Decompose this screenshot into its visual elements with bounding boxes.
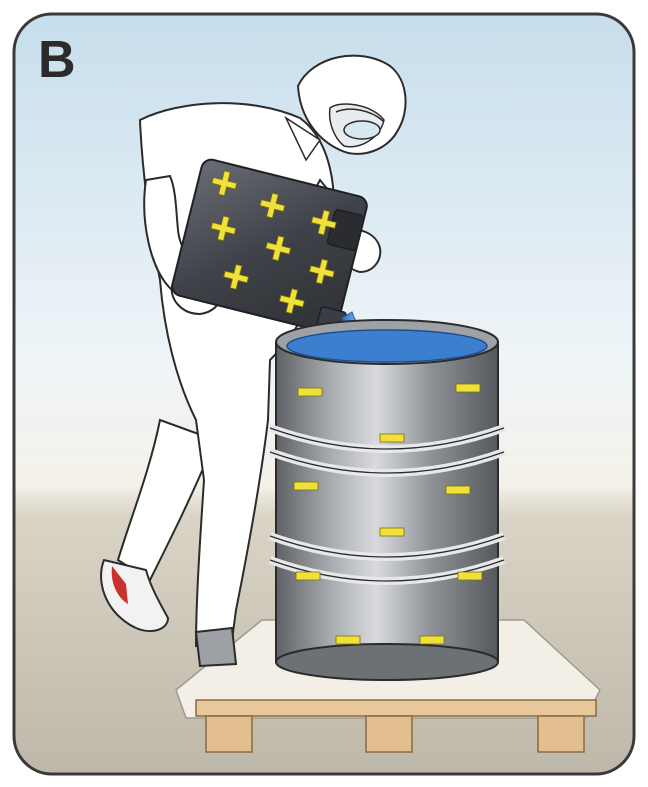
minus-mark xyxy=(298,388,322,396)
minus-mark xyxy=(294,482,318,490)
minus-mark xyxy=(420,636,444,644)
drum-liquid xyxy=(287,330,487,362)
minus-mark xyxy=(446,486,470,494)
drum-bottom xyxy=(276,644,498,680)
drum xyxy=(270,320,504,680)
pallet-block-right xyxy=(538,716,584,752)
minus-mark xyxy=(456,384,480,392)
minus-mark xyxy=(380,528,404,536)
minus-mark xyxy=(458,572,482,580)
pallet-block-middle xyxy=(366,716,412,752)
pallet-block-left xyxy=(206,716,252,752)
minus-mark xyxy=(336,636,360,644)
minus-mark xyxy=(380,434,404,442)
pallet-top-board xyxy=(196,700,596,716)
panel-label: B xyxy=(38,34,76,86)
safety-goggles xyxy=(344,121,380,139)
minus-mark xyxy=(296,572,320,580)
boot xyxy=(196,628,236,666)
